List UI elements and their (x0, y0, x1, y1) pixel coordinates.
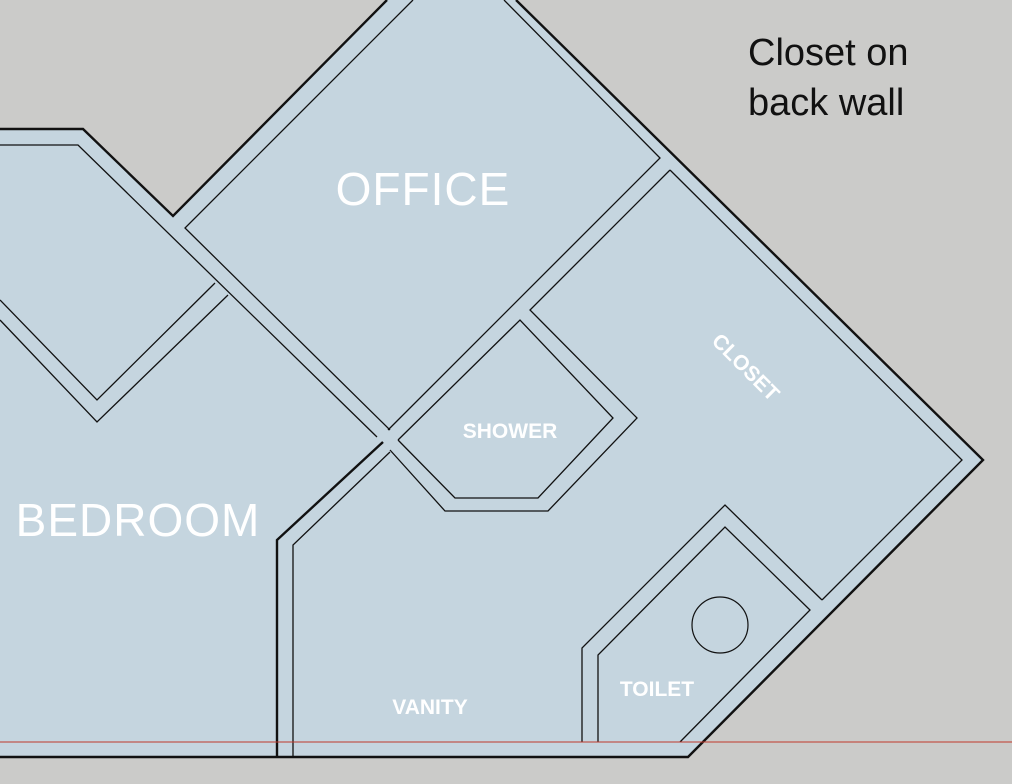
toilet-fixture (691, 596, 749, 654)
office-wall (387, 0, 661, 431)
note-line: back wall (748, 82, 905, 124)
note-line: Closet on (748, 32, 909, 74)
exterior-wall (0, 0, 985, 759)
bedroom-closet-wall (0, 294, 229, 423)
room-label-office: OFFICE (336, 163, 511, 215)
toilet-wall (597, 526, 811, 743)
room-label-toilet: TOILET (620, 678, 694, 701)
office-wall (184, 0, 414, 431)
room-label-bedroom: BEDROOM (16, 494, 261, 546)
room-label-vanity: VANITY (392, 696, 467, 719)
shower-wall (397, 319, 614, 499)
exterior-wall (0, 0, 388, 218)
closet-wall (669, 169, 963, 601)
vanity-wall (292, 451, 391, 757)
annotation-note: Closet on back wall (748, 28, 909, 128)
shower-wall (389, 169, 671, 512)
floor-area (0, 0, 983, 757)
room-label-shower: SHOWER (463, 420, 558, 443)
toilet-wall (581, 504, 823, 742)
bedroom-inner-wall (0, 144, 378, 438)
bedroom-closet-wall (0, 282, 216, 401)
vanity-wall (275, 441, 384, 757)
